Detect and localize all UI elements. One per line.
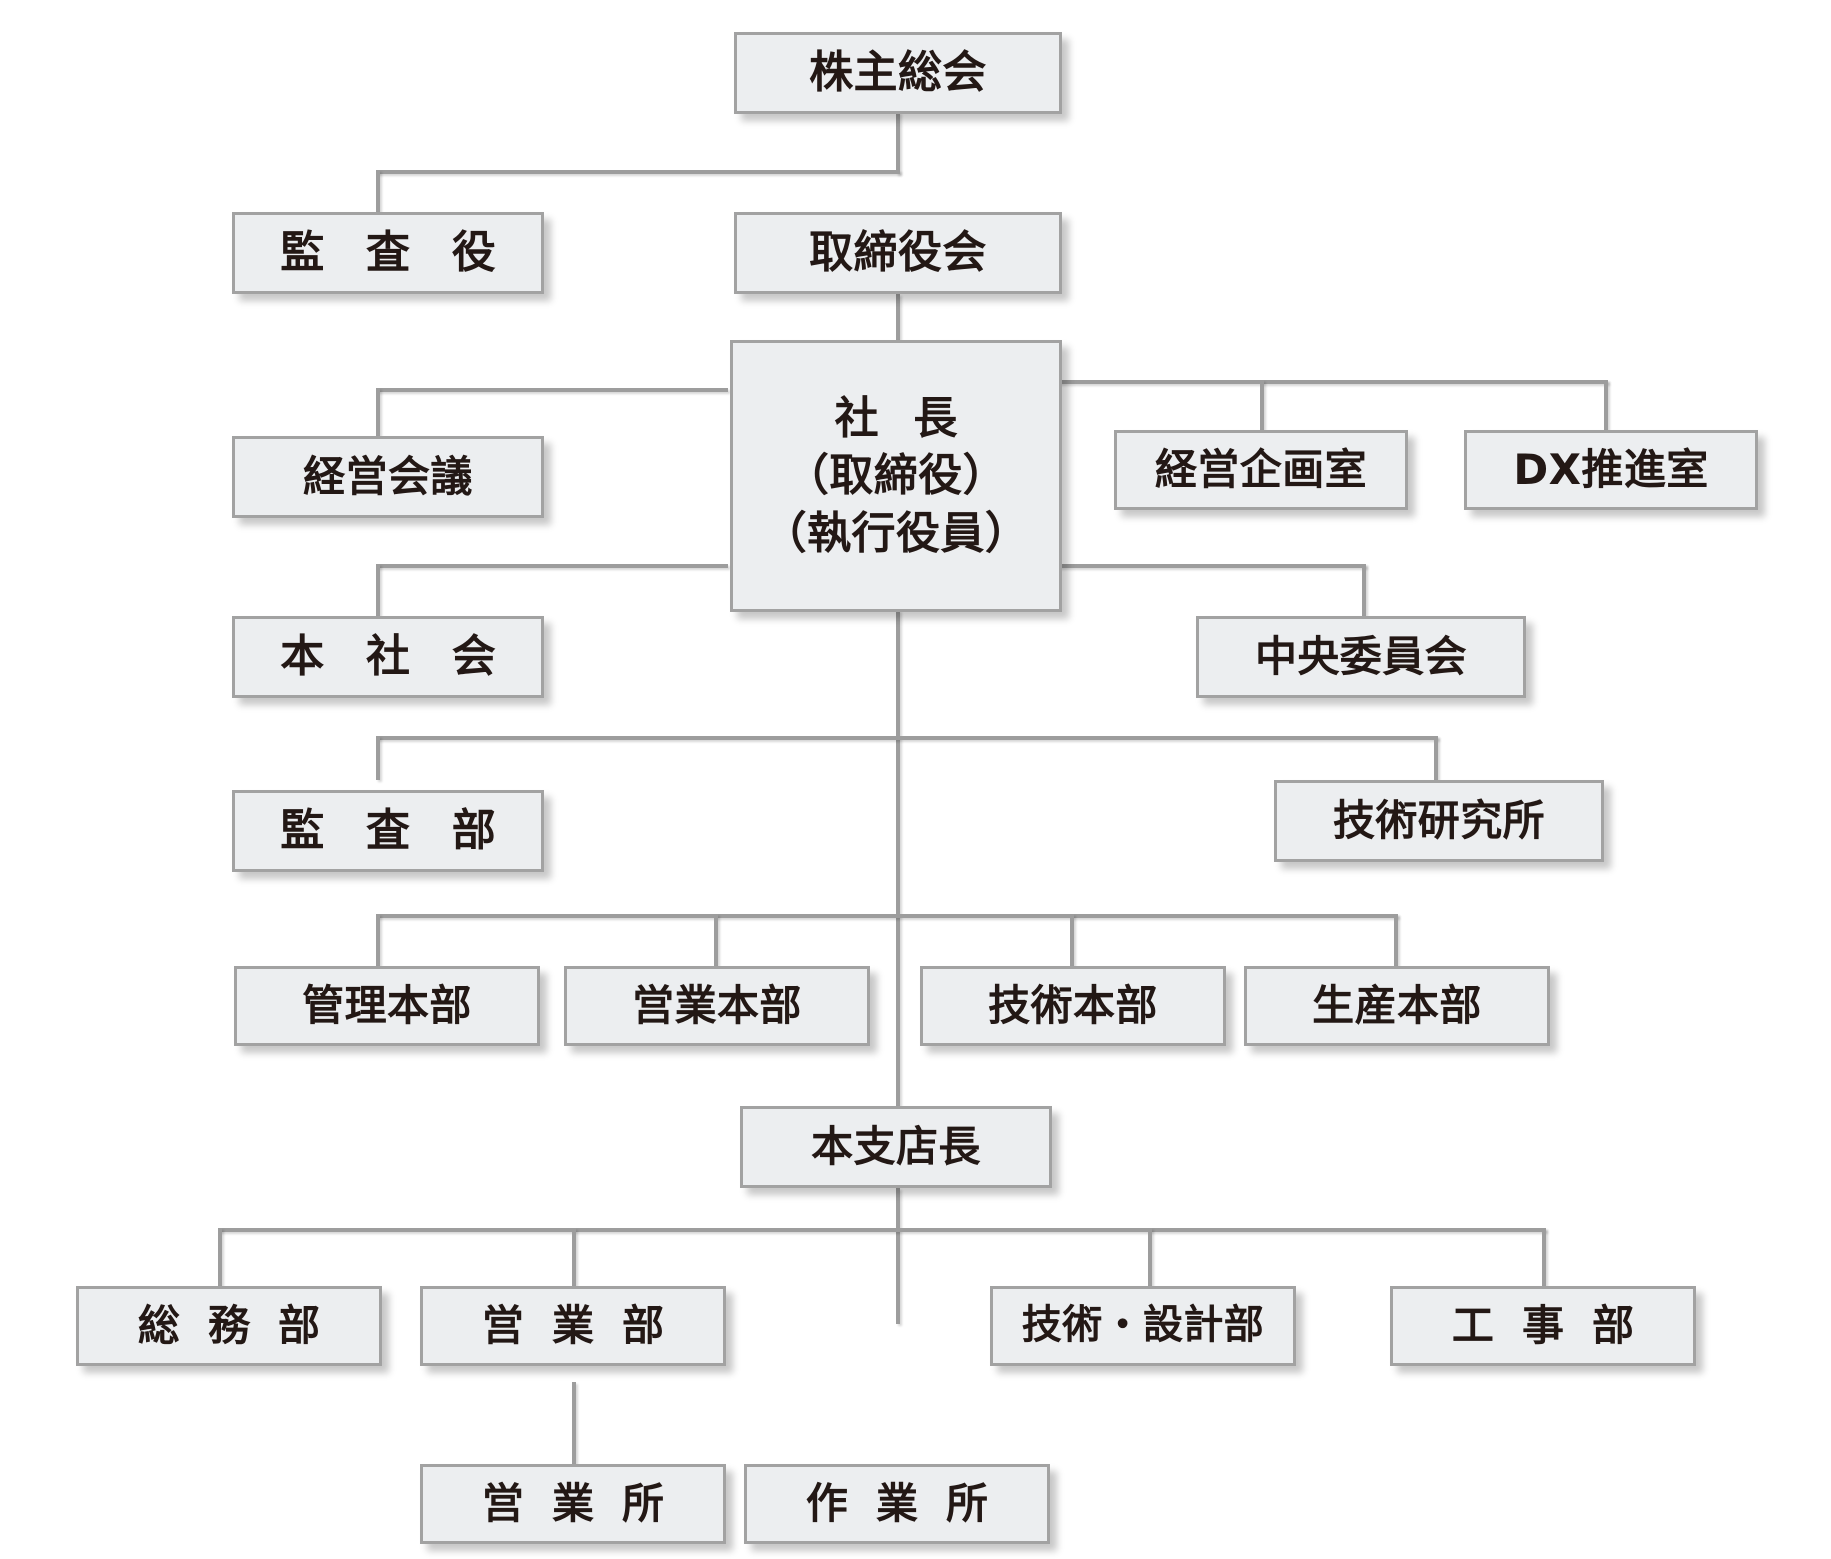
connector-main-spine	[896, 610, 900, 1130]
connector-auditor-drop	[376, 170, 380, 214]
connector-sales-office-drop	[572, 1382, 576, 1486]
node-label-sales-hq: 営業本部	[632, 981, 802, 1031]
connector-construction-drop	[1542, 1228, 1546, 1286]
node-central-committee[interactable]: 中央委員会	[1196, 616, 1526, 698]
node-tech-hq[interactable]: 技術本部	[920, 966, 1226, 1046]
connector-shareholders-down	[896, 112, 900, 174]
connector-branch-manager-down	[896, 1188, 900, 1324]
node-label-president-line3: （執行役員）	[762, 507, 1030, 559]
connector-audit-lab-bus	[376, 736, 1438, 740]
node-sales-hq[interactable]: 営業本部	[564, 966, 870, 1046]
node-president[interactable]: 社 長 （取締役） （執行役員）	[730, 340, 1062, 612]
node-shareholders[interactable]: 株主総会	[734, 32, 1062, 114]
node-label-admin-hq: 管理本部	[302, 981, 472, 1031]
node-label-dx-office: DX推進室	[1513, 445, 1709, 495]
node-general-affairs[interactable]: 総 務 部	[76, 1286, 382, 1366]
connector-tech-hq-drop	[1070, 914, 1074, 966]
node-sales-dept[interactable]: 営 業 部	[420, 1286, 726, 1366]
node-audit-dept[interactable]: 監 査 部	[232, 790, 544, 872]
node-label-planning-office: 経営企画室	[1154, 445, 1368, 495]
connector-president-left-bus-2	[376, 564, 728, 568]
connector-dx-drop	[1604, 380, 1608, 432]
node-label-mgmt-meeting: 経営会議	[303, 452, 473, 502]
connector-branch-bus	[218, 1228, 1546, 1232]
node-label-president-line1: 社 長	[834, 393, 968, 445]
node-label-tech-lab: 技術研究所	[1332, 796, 1546, 846]
node-label-audit-dept: 監 査 部	[280, 804, 509, 856]
node-sales-office[interactable]: 営 業 所	[420, 1464, 726, 1544]
connector-head-office-drop	[376, 564, 380, 618]
node-planning-office[interactable]: 経営企画室	[1114, 430, 1408, 510]
node-tech-design-dept[interactable]: 技術・設計部	[990, 1286, 1296, 1366]
node-work-site[interactable]: 作 業 所	[744, 1464, 1050, 1544]
connector-tech-lab-drop	[1434, 736, 1438, 780]
connector-tech-design-drop	[1148, 1228, 1152, 1286]
connector-shareholders-bus	[376, 170, 900, 174]
node-tech-lab[interactable]: 技術研究所	[1274, 780, 1604, 862]
node-branch-manager[interactable]: 本支店長	[740, 1106, 1052, 1188]
node-production-hq[interactable]: 生産本部	[1244, 966, 1550, 1046]
node-dx-office[interactable]: DX推進室	[1464, 430, 1758, 510]
node-label-head-office-council: 本 社 会	[280, 630, 509, 682]
node-label-construction-dept: 工 事 部	[1451, 1301, 1641, 1351]
node-label-auditor: 監 査 役	[280, 226, 509, 278]
node-label-tech-hq: 技術本部	[988, 981, 1158, 1031]
connector-general-affairs-drop	[218, 1228, 222, 1286]
connector-audit-dept-drop	[376, 736, 380, 780]
connector-planning-drop	[1260, 380, 1264, 432]
node-construction-dept[interactable]: 工 事 部	[1390, 1286, 1696, 1366]
node-label-central-committee: 中央委員会	[1254, 632, 1468, 682]
node-auditor[interactable]: 監 査 役	[232, 212, 544, 294]
node-label-general-affairs: 総 務 部	[137, 1301, 327, 1351]
connector-president-left-bus	[376, 388, 728, 392]
connector-admin-hq-drop	[376, 914, 380, 966]
node-label-production-hq: 生産本部	[1312, 981, 1482, 1031]
node-label-work-site: 作 業 所	[805, 1479, 995, 1529]
node-label-tech-design-dept: 技術・設計部	[1021, 1302, 1265, 1349]
connector-hq-bus	[376, 914, 1398, 918]
connector-production-hq-drop	[1394, 914, 1398, 966]
connector-central-committee-drop	[1362, 564, 1366, 618]
connector-president-right-bus-2	[1056, 564, 1366, 568]
node-board[interactable]: 取締役会	[734, 212, 1062, 294]
node-label-branch-manager: 本支店長	[811, 1122, 981, 1172]
node-label-board: 取締役会	[809, 226, 987, 278]
node-label-shareholders: 株主総会	[809, 46, 987, 98]
node-label-sales-office: 営 業 所	[481, 1479, 671, 1529]
node-label-sales-dept: 営 業 部	[481, 1301, 671, 1351]
connector-sales-hq-drop	[714, 914, 718, 966]
connector-board-president	[896, 294, 900, 342]
node-label-president-line2: （取締役）	[784, 450, 1008, 502]
node-admin-hq[interactable]: 管理本部	[234, 966, 540, 1046]
connector-mgmt-meeting-drop	[376, 388, 380, 438]
connector-president-right-bus	[1056, 380, 1608, 384]
node-head-office-council[interactable]: 本 社 会	[232, 616, 544, 698]
node-mgmt-meeting[interactable]: 経営会議	[232, 436, 544, 518]
connector-sales-dept-drop	[572, 1228, 576, 1286]
